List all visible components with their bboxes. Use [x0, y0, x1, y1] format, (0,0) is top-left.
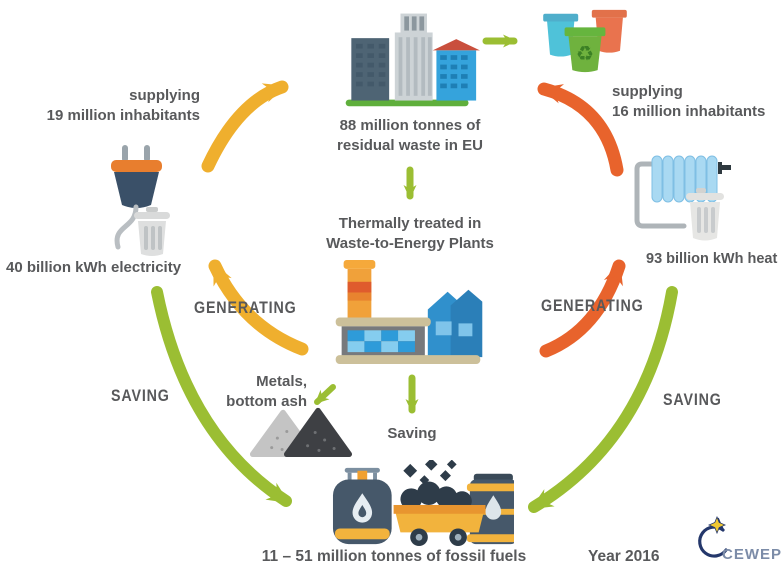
- arrow-generating-right: [539, 259, 626, 358]
- saving-center-label: Saving: [387, 425, 437, 442]
- radiator-bin-icon: [626, 150, 740, 250]
- fossil-fuels-caption: 11 – 51 million tonnes of fossil fuels: [261, 548, 527, 565]
- year-label: Year 2016: [588, 548, 660, 565]
- saving-left-label: SAVING: [111, 386, 170, 405]
- power-plug-bin-icon: [94, 143, 190, 261]
- metals-line2: bottom ash: [226, 393, 307, 410]
- generating-right-label: GENERATING: [541, 296, 644, 315]
- supplying-left-line2: 19 million inhabitants: [46, 107, 200, 124]
- recycling-bins-icon: ♻: [541, 6, 629, 76]
- fossil-fuels-icon: [326, 458, 520, 548]
- arrow-saving-left: [151, 286, 292, 507]
- arrow-saving-right: [528, 286, 678, 513]
- arrow-supplying-right: [537, 82, 624, 177]
- metals-line1: Metals,: [256, 373, 307, 390]
- cewep-logo-swoosh-icon: [698, 515, 728, 558]
- residual-waste-caption: 88 million tonnes of residual waste in E…: [320, 116, 500, 156]
- supplying-left-label: supplying 19 million inhabitants: [10, 86, 200, 126]
- ash-piles-icon: [246, 406, 356, 458]
- arrow-to-bottom-ash: [314, 384, 336, 405]
- supplying-right-line1: supplying: [612, 83, 683, 100]
- city-buildings-icon: [338, 6, 480, 110]
- supplying-right-line2: 16 million inhabitants: [612, 103, 766, 120]
- residual-waste-line2: residual waste in EU: [337, 137, 483, 154]
- generating-left-label: GENERATING: [194, 298, 297, 317]
- treatment-line1: Thermally treated in: [338, 215, 482, 232]
- heat-caption: 93 billion kWh heat: [646, 251, 778, 267]
- arrow-supplying-left: [201, 80, 289, 173]
- supplying-right-label: supplying 16 million inhabitants: [612, 82, 784, 122]
- cewep-logo-text: CEWEP: [722, 546, 783, 563]
- arrow-generating-left: [208, 259, 309, 356]
- electricity-caption: 40 billion kWh electricity: [6, 259, 182, 276]
- metals-bottom-ash-label: Metals, bottom ash: [215, 372, 307, 412]
- wte-plant-icon: [333, 260, 483, 364]
- svg-text:♻: ♻: [576, 41, 594, 65]
- treatment-line2: Waste-to-Energy Plants: [326, 235, 494, 252]
- supplying-left-line1: supplying: [129, 87, 200, 104]
- treatment-caption: Thermally treated in Waste-to-Energy Pla…: [310, 214, 510, 254]
- saving-right-label: SAVING: [663, 390, 722, 409]
- residual-waste-line1: 88 million tonnes of: [339, 117, 481, 134]
- cewep-logo: CEWEP: [690, 515, 784, 578]
